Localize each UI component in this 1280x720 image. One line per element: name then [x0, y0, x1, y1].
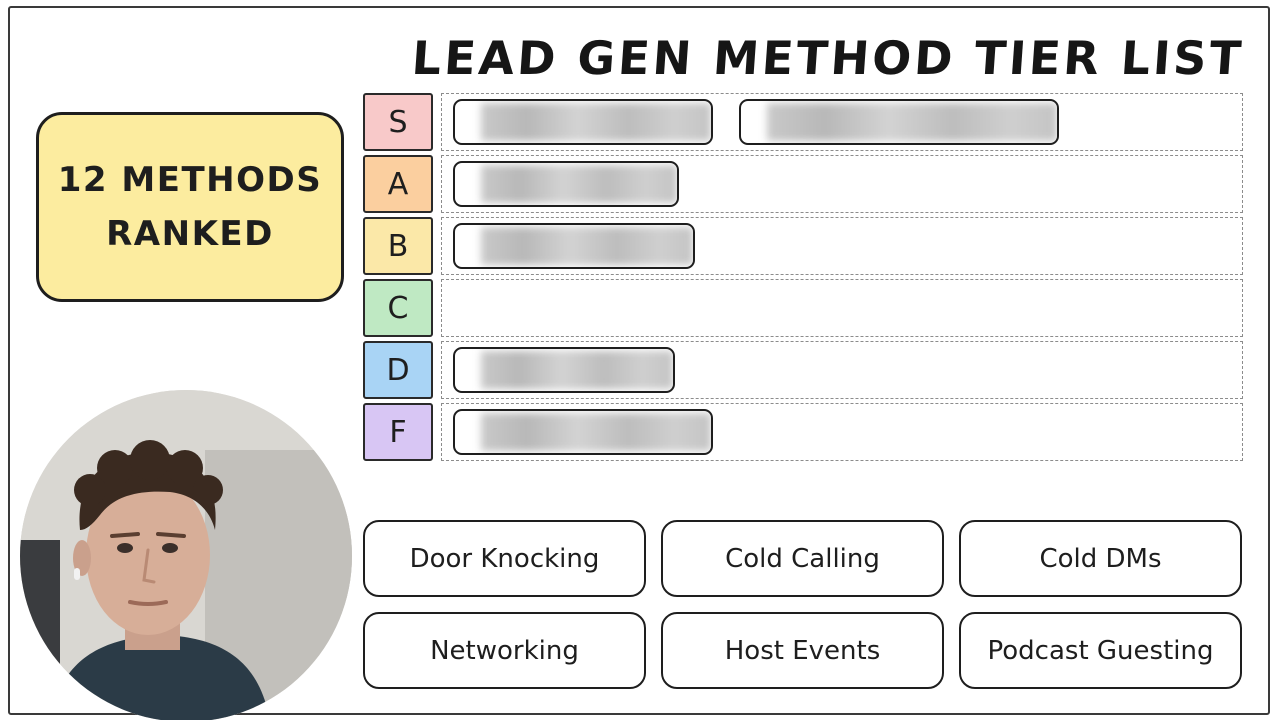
tier-label-f: F [363, 403, 433, 461]
presenter-avatar [20, 390, 352, 720]
tier-label-b: B [363, 217, 433, 275]
tier-label-a: A [363, 155, 433, 213]
tier-row-s[interactable] [441, 93, 1243, 151]
methods-count-badge: 12 METHODS RANKED [36, 112, 344, 302]
tier-row-c[interactable] [441, 279, 1243, 337]
method-card-networking[interactable]: Networking [363, 612, 646, 689]
method-card-host-events[interactable]: Host Events [661, 612, 944, 689]
method-card-door-knocking[interactable]: Door Knocking [363, 520, 646, 597]
tier-item-card[interactable] [453, 347, 675, 393]
tier-row-a[interactable] [441, 155, 1243, 213]
tier-item-card[interactable] [453, 161, 679, 207]
tier-row-b[interactable] [441, 217, 1243, 275]
tier-row-f[interactable] [441, 403, 1243, 461]
page-title: LEAD GEN METHOD TIER LIST [410, 31, 1246, 85]
tier-item-card[interactable] [739, 99, 1059, 145]
tier-item-card[interactable] [453, 409, 713, 455]
method-card-cold-calling[interactable]: Cold Calling [661, 520, 944, 597]
count-line-2: RANKED [106, 214, 274, 254]
presenter-icon [20, 390, 352, 720]
tier-label-s: S [363, 93, 433, 151]
count-line-1: 12 METHODS [57, 160, 323, 200]
tier-item-card[interactable] [453, 223, 695, 269]
tier-row-d[interactable] [441, 341, 1243, 399]
tier-label-c: C [363, 279, 433, 337]
method-card-podcast-guesting[interactable]: Podcast Guesting [959, 612, 1242, 689]
tier-item-card[interactable] [453, 99, 713, 145]
method-card-cold-dms[interactable]: Cold DMs [959, 520, 1242, 597]
tier-label-d: D [363, 341, 433, 399]
